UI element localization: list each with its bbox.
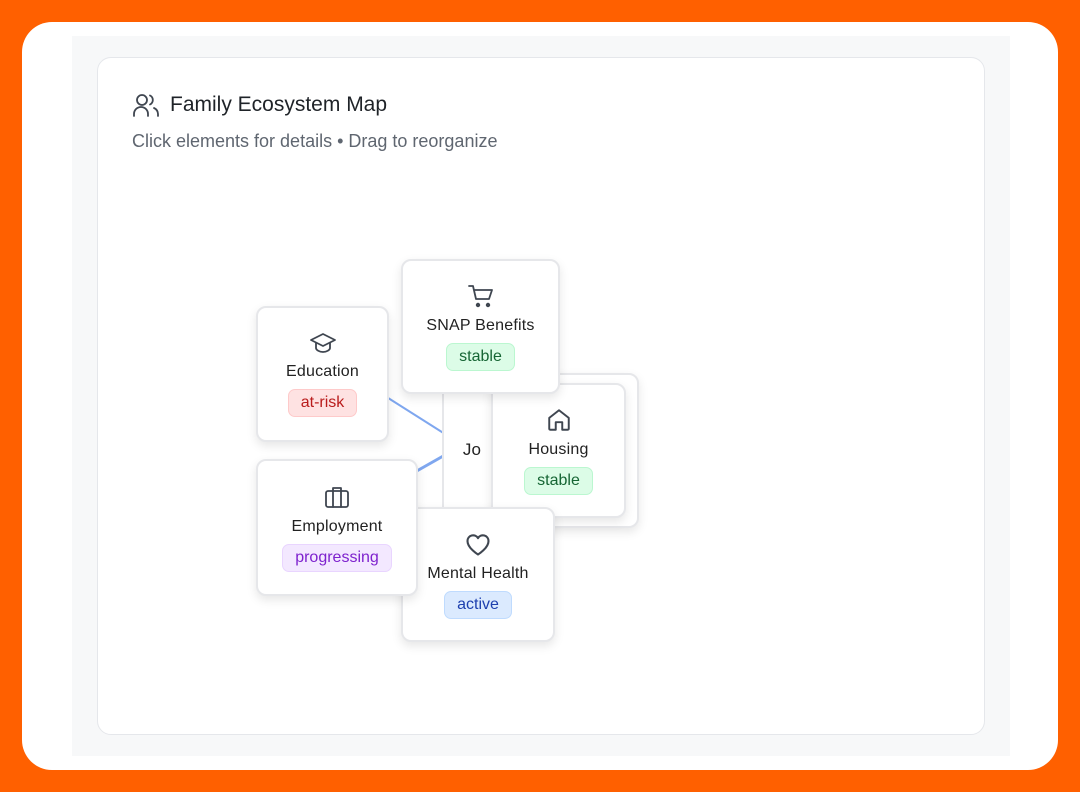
graduation-cap-icon — [309, 333, 336, 353]
status-badge: stable — [446, 342, 515, 371]
node-label: SNAP Benefits — [426, 316, 535, 334]
status-badge: stable — [524, 466, 593, 495]
briefcase-icon — [325, 486, 349, 508]
shopping-cart-icon — [467, 284, 493, 307]
node-snap-benefits[interactable]: SNAP Benefits stable — [401, 259, 560, 394]
node-employment[interactable]: Employment progressing — [256, 459, 418, 596]
node-label: Employment — [291, 517, 383, 535]
card-title: Family Ecosystem Map — [132, 92, 387, 118]
edge-education — [384, 395, 446, 435]
home-icon — [547, 408, 570, 431]
heart-icon — [466, 533, 490, 556]
status-badge: progressing — [282, 543, 392, 572]
node-label: Mental Health — [427, 564, 529, 582]
card-subtitle: Click elements for details • Drag to reo… — [132, 131, 498, 151]
center-label: Jo — [462, 440, 482, 459]
node-mental-health[interactable]: Mental Health active — [401, 507, 555, 642]
status-badge: active — [444, 590, 512, 619]
users-icon — [133, 94, 159, 117]
node-housing[interactable]: Housing stable — [491, 383, 626, 518]
node-education[interactable]: Education at-risk — [256, 306, 389, 442]
status-badge: at-risk — [287, 389, 358, 417]
edge-employment — [414, 453, 446, 474]
node-label: Education — [286, 363, 359, 380]
node-label: Housing — [528, 440, 589, 458]
title-text: Family Ecosystem Map — [170, 93, 388, 116]
